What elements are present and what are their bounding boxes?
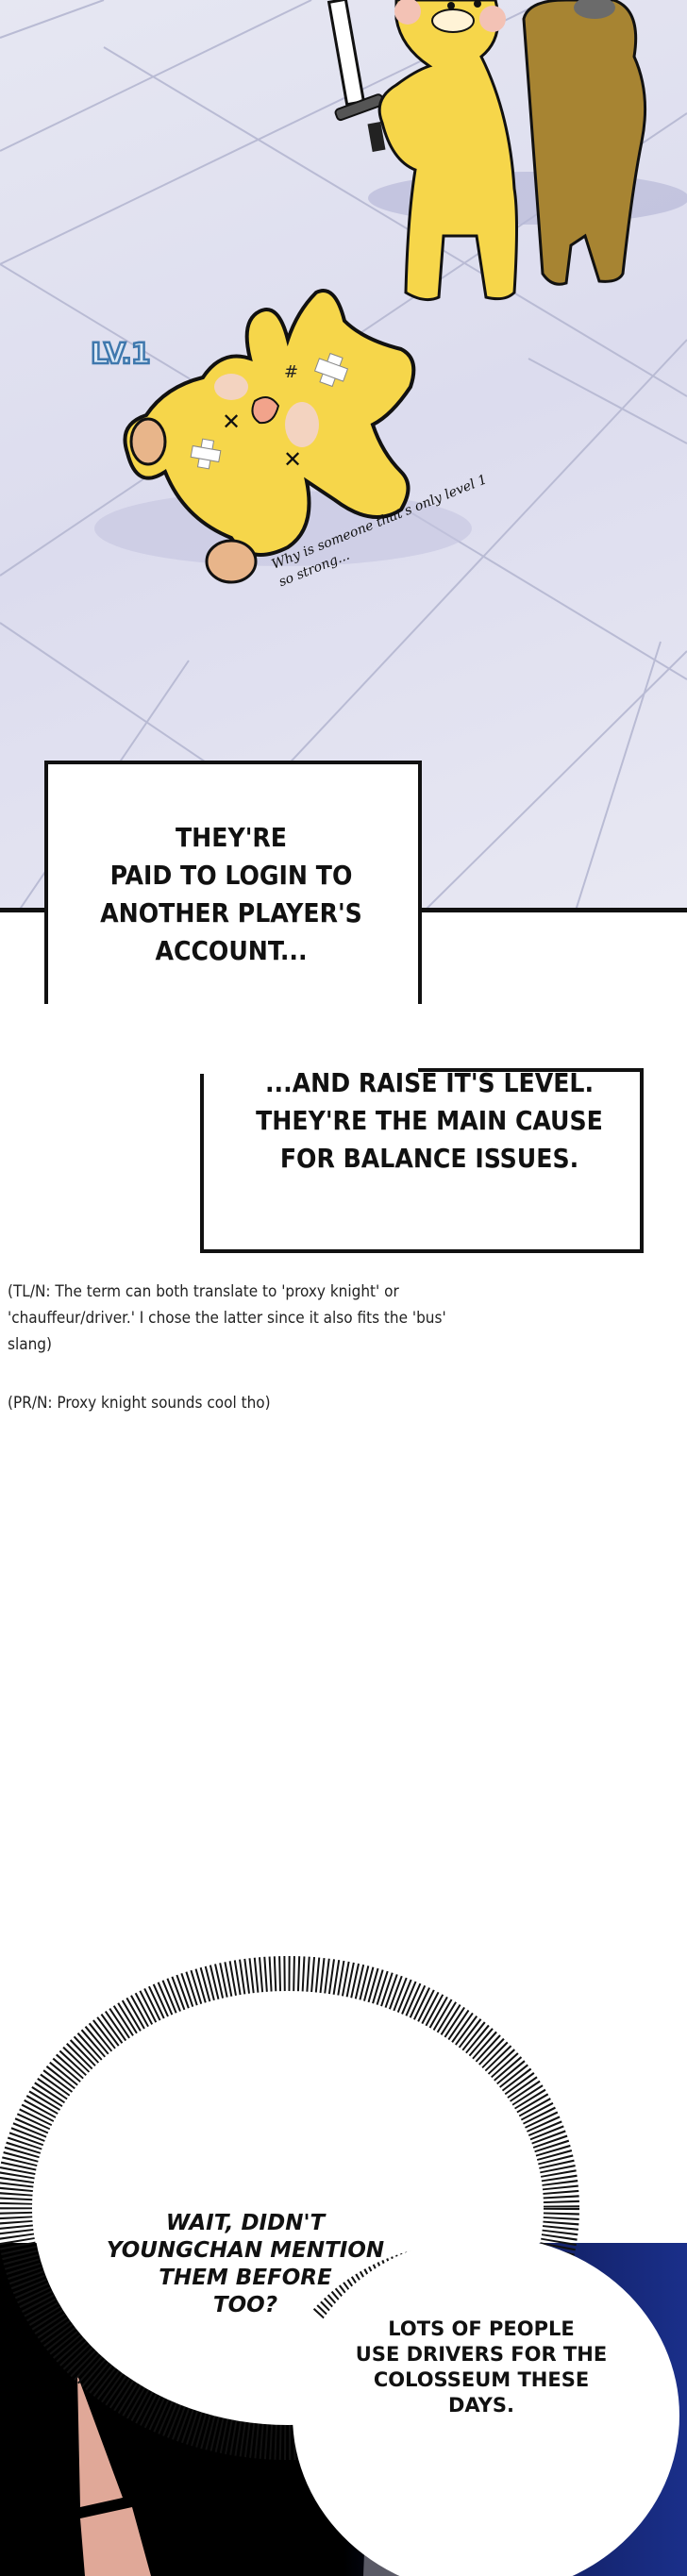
brown-bear-figure — [522, 0, 647, 286]
bubble-1-line-2: YOUNGCHAN MENTION — [106, 2238, 385, 2263]
translator-note: (TL/N: The term can both translate to 'p… — [8, 1282, 446, 1354]
caption-text-1: THEY'RE PAID TO LOGIN TO ANOTHER PLAYER'… — [57, 819, 406, 970]
arena-floor-illustration: # ✕ ✕ — [0, 0, 687, 911]
yellow-bear-with-sword — [327, 0, 518, 302]
bubble-1-line-1: WAIT, DIDN'T — [165, 2211, 326, 2235]
caption-2-line-3: FOR BALANCE ISSUES. — [279, 1143, 579, 1174]
caption-box-2 — [200, 1068, 644, 1253]
bubble-2-line-4: DAYS. — [448, 2394, 514, 2417]
caption-1-line-1: THEY'RE — [175, 822, 288, 853]
bubble-2-line-2: USE DRIVERS FOR THE — [355, 2343, 608, 2366]
caption-1-line-3: ANOTHER PLAYER'S — [100, 897, 362, 928]
proofreader-note: (PR/N: Proxy knight sounds cool tho) — [8, 1394, 271, 1413]
speech-bubble-text: LOTS OF PEOPLE USE DRIVERS FOR THE COLOS… — [321, 2317, 642, 2418]
caption-box-merge-2 — [204, 998, 418, 1074]
speech-bubbles — [0, 1956, 679, 2576]
caption-box-1 — [44, 761, 422, 1004]
caption-1-line-4: ACCOUNT... — [155, 935, 308, 966]
bubble-2-line-1: LOTS OF PEOPLE — [388, 2317, 575, 2340]
caption-1-line-2: PAID TO LOGIN TO — [109, 860, 353, 891]
knocked-out-bear: # ✕ ✕ — [123, 289, 416, 584]
svg-text:#: # — [284, 362, 298, 382]
caption-2-line-2: THEY'RE THE MAIN CAUSE — [256, 1105, 603, 1136]
bubble-1-line-3: THEM BEFORE — [159, 2266, 332, 2290]
bubble-2-line-3: COLOSSEUM THESE — [373, 2368, 590, 2391]
thought-bubble-text: WAIT, DIDN'T YOUNGCHAN MENTION THEM BEFO… — [104, 2210, 387, 2319]
level-tag: LV.1 — [90, 337, 152, 373]
svg-text:✕: ✕ — [283, 446, 302, 473]
arena-floor-panel: # ✕ ✕ LV.1 Why is someone that's only le… — [0, 0, 687, 911]
caption-text-2: ...AND RAISE IT'S LEVEL. THEY'RE THE MAI… — [226, 1064, 632, 1178]
bubble-1-line-4: TOO? — [212, 2293, 278, 2317]
caption-2-line-1: ...AND RAISE IT'S LEVEL. — [264, 1067, 595, 1098]
svg-text:✕: ✕ — [222, 409, 241, 435]
